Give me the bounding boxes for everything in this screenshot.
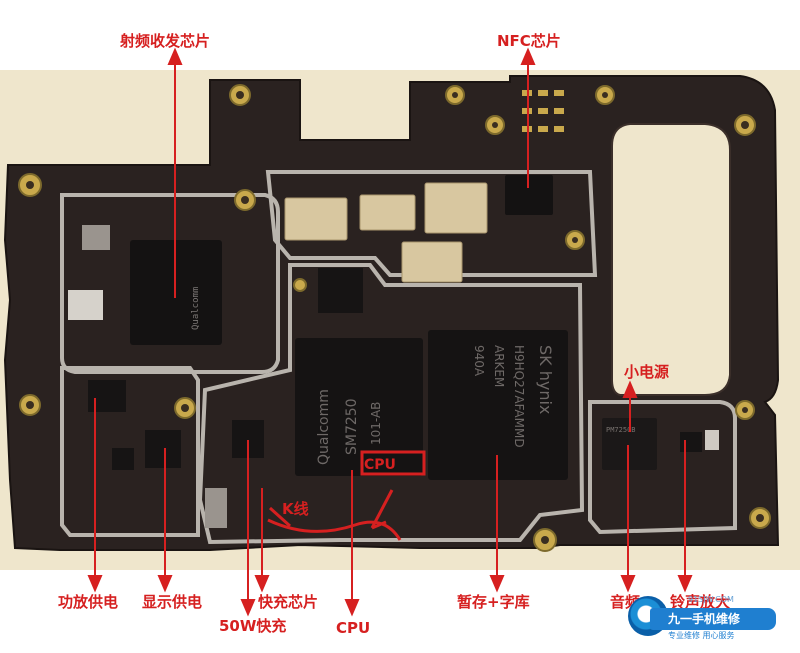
logo-name: 九一手机维修 bbox=[650, 608, 776, 630]
logo-site: 91SJW.COM bbox=[688, 595, 734, 604]
label-ram-rom: 暂存+字库 bbox=[457, 593, 530, 611]
memory-brand-marking: SK hynix bbox=[536, 345, 555, 414]
label-fast-charge-chip: 快充芯片 bbox=[258, 593, 319, 611]
repair-shop-logo: 91SJW.COM 九一手机维修 专业维修 用心服务 bbox=[628, 592, 778, 640]
label-ringer-amp: 铃声放大 bbox=[670, 593, 731, 611]
label-pa-power: 功放供电 bbox=[58, 593, 119, 611]
memory-lot-marking: 940A bbox=[472, 345, 486, 377]
soc-brand-marking: Qualcomm bbox=[316, 389, 332, 465]
label-small-power: 小电源 bbox=[624, 363, 670, 381]
memory-chip bbox=[428, 330, 568, 480]
soc-model-marking: SM7250 bbox=[344, 398, 360, 455]
logo-slogan: 专业维修 用心服务 bbox=[668, 631, 735, 640]
cpu-soc-chip bbox=[295, 338, 423, 476]
power-chip-marking: PM7250B bbox=[606, 426, 636, 434]
soc-rev-marking: 101-AB bbox=[369, 402, 383, 445]
label-nfc-chip: NFC芯片 bbox=[497, 32, 561, 50]
small-power-chip bbox=[602, 418, 657, 470]
label-rf-transceiver: 射频收发芯片 bbox=[120, 32, 211, 50]
board-cutout bbox=[611, 123, 731, 396]
pointer-lines bbox=[87, 47, 693, 617]
memory-part-marking: H9HQ27AFAMMD bbox=[512, 345, 526, 448]
shield-cans bbox=[284, 182, 488, 283]
label-display-power: 显示供电 bbox=[142, 593, 203, 611]
k-line-annotation bbox=[267, 450, 426, 541]
k-line-label: K线 bbox=[282, 500, 309, 518]
small-ics bbox=[68, 225, 719, 528]
cpu-handwritten-label: CPU bbox=[364, 457, 396, 473]
svg-text:Qualcomm: Qualcomm bbox=[191, 287, 201, 330]
label-50w-fast-charge: 50W快充 bbox=[219, 617, 287, 635]
shield-frames bbox=[60, 170, 737, 545]
nfc-chip bbox=[505, 175, 553, 215]
memory-code-marking: ARKEM bbox=[492, 345, 506, 387]
label-cpu: CPU bbox=[336, 619, 371, 637]
screw-holes bbox=[26, 91, 764, 544]
